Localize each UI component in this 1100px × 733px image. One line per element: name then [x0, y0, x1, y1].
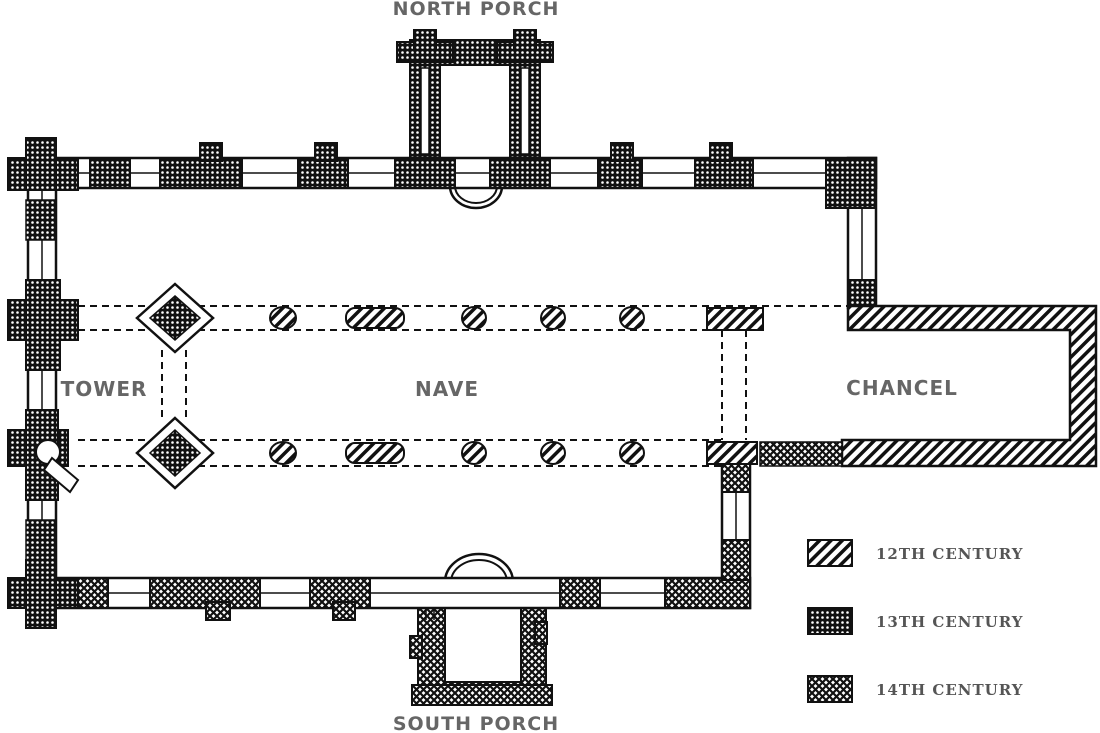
south-porch: [409, 552, 553, 706]
north-porch: [396, 29, 554, 210]
chancel-label: CHANCEL: [846, 376, 958, 400]
legend-item-12th: 12TH CENTURY: [807, 539, 1023, 567]
legend-label: 13TH CENTURY: [876, 613, 1023, 631]
tower-label: TOWER: [61, 377, 148, 401]
legend-swatch-crosshatch: [807, 675, 853, 703]
legend-swatch-hatch: [807, 539, 853, 567]
arcades: [78, 305, 848, 467]
legend-label: 14TH CENTURY: [876, 681, 1023, 699]
legend-item-14th: 14TH CENTURY: [807, 675, 1023, 703]
nave-label: NAVE: [415, 377, 479, 401]
legend-swatch-dots: [807, 607, 853, 635]
north-porch-label: NORTH PORCH: [393, 0, 560, 20]
chancel-walls: [759, 304, 1098, 468]
legend-label: 12TH CENTURY: [876, 545, 1023, 563]
tower-buttresses: [7, 199, 80, 629]
south-wall-buttresses: [77, 461, 751, 621]
nave-piers: [269, 306, 764, 465]
north-wall-buttresses: [7, 137, 877, 307]
legend: 12TH CENTURY 13TH CENTURY 14TH CENTURY: [807, 539, 1023, 703]
south-porch-label: SOUTH PORCH: [393, 713, 559, 733]
tower-piers: [135, 282, 215, 490]
legend-item-13th: 13TH CENTURY: [807, 607, 1023, 635]
